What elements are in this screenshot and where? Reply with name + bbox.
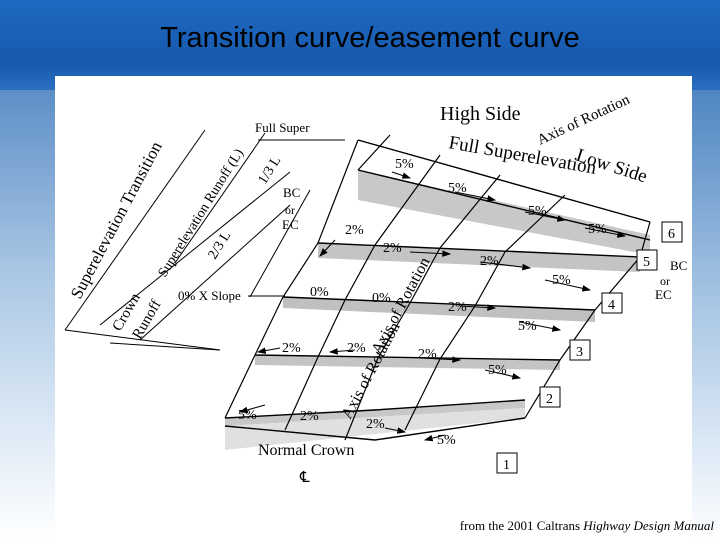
background-left bbox=[0, 90, 55, 540]
two-thirds-l-label: 2/3 L bbox=[206, 229, 235, 262]
slope-s5-mid: 2% bbox=[383, 241, 402, 256]
slope-s4-left: 0% bbox=[310, 285, 329, 300]
slope-s6-mid: 5% bbox=[448, 181, 467, 196]
slope-s4-mid: 0% bbox=[372, 291, 391, 306]
slope-s3-mid: 2% bbox=[347, 341, 366, 356]
one-third-l-label: 1/3 L bbox=[256, 154, 285, 187]
bc-label: BC bbox=[283, 185, 300, 200]
superelevation-diagram: High Side Axis of Rotation Full Superele… bbox=[55, 76, 692, 500]
high-side-label: High Side bbox=[440, 103, 521, 125]
slope-arrows bbox=[238, 171, 627, 442]
ec-right-label: EC bbox=[655, 287, 672, 302]
source-credit: from the 2001 Caltrans Highway Design Ma… bbox=[460, 518, 714, 534]
or-right-label: or bbox=[660, 274, 670, 288]
ec-label: EC bbox=[282, 217, 299, 232]
superelevation-runoff-label: Superelevation Runoff (L) bbox=[156, 146, 247, 280]
axis-of-rotation-top-label: Axis of Rotation bbox=[535, 92, 633, 149]
low-side-label: Low Side bbox=[573, 145, 649, 188]
section-faces bbox=[225, 170, 650, 450]
full-super-label: Full Super bbox=[255, 120, 310, 135]
or-label: or bbox=[285, 203, 295, 217]
section-1: 1 bbox=[503, 458, 510, 473]
bc-right-label: BC bbox=[670, 258, 687, 273]
slope-s6-left: 5% bbox=[395, 157, 414, 172]
diagram-svg: High Side Axis of Rotation Full Superele… bbox=[64, 92, 687, 486]
slope-s3-right: 2% bbox=[418, 347, 437, 362]
slope-s2-end: 5% bbox=[437, 433, 456, 448]
cross-sections bbox=[224, 139, 651, 441]
section-numbers: 6 5 4 3 2 1 bbox=[496, 221, 683, 474]
credit-source: Highway Design Manual bbox=[583, 518, 714, 533]
dimension-lines bbox=[64, 129, 345, 351]
longitudinal-lines bbox=[224, 134, 651, 441]
slope-s5-left: 2% bbox=[345, 223, 364, 238]
zero-x-slope-label: 0% X Slope bbox=[178, 288, 241, 303]
slope-s2-left: 5% bbox=[238, 408, 257, 423]
slope-s3-end: 5% bbox=[488, 363, 507, 378]
slope-s4-right: 2% bbox=[448, 300, 467, 315]
normal-crown-label: Normal Crown bbox=[258, 442, 354, 459]
section-4: 4 bbox=[608, 298, 615, 313]
slope-values: 5% 5% 5% 5% 2% 2% 2% 5% 0% 0% 2% 5% 2% 2… bbox=[238, 157, 607, 448]
section-5: 5 bbox=[643, 255, 650, 270]
slide-title: Transition curve/easement curve bbox=[160, 22, 580, 54]
slope-s5-right: 2% bbox=[480, 254, 499, 269]
slope-s6-right: 5% bbox=[528, 204, 547, 219]
slope-s6-end: 5% bbox=[588, 222, 607, 237]
section-3: 3 bbox=[576, 345, 583, 360]
slope-s2-mid: 2% bbox=[300, 409, 319, 424]
slope-s4-end: 5% bbox=[518, 319, 537, 334]
background-right bbox=[692, 90, 720, 540]
slope-s5-end: 5% bbox=[552, 273, 571, 288]
superelevation-transition-label: Superelevation Transition bbox=[67, 138, 166, 302]
centerline-symbol: ℄ bbox=[299, 470, 310, 486]
credit-prefix: from the 2001 Caltrans bbox=[459, 518, 584, 533]
slope-s2-right: 2% bbox=[366, 417, 385, 432]
section-6: 6 bbox=[668, 227, 675, 242]
axis-of-rotation-low-label: Axis of Rotation bbox=[339, 320, 404, 422]
section-2: 2 bbox=[546, 392, 553, 407]
title-bar bbox=[0, 0, 720, 90]
slope-s3-left: 2% bbox=[282, 341, 301, 356]
